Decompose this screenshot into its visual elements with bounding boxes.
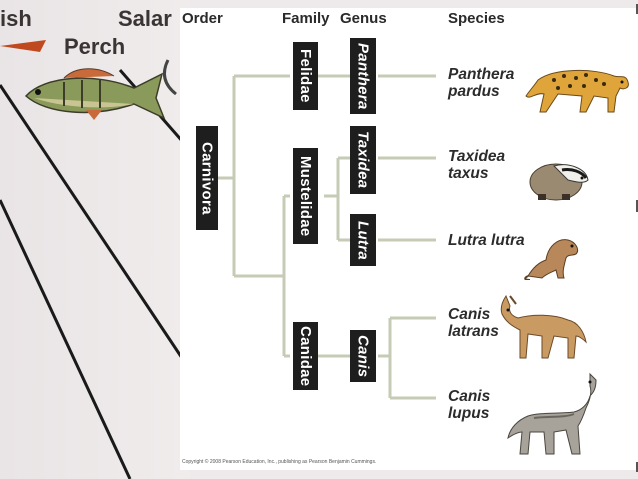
species-canis-latrans: Canis latrans [448, 306, 499, 340]
coyote-icon [500, 294, 587, 359]
family-canidae-box: Canidae [293, 322, 318, 390]
background-label-perch: Perch [64, 34, 126, 59]
species-line: Panthera [448, 66, 515, 83]
order-carnivora-box: Carnivora [196, 126, 218, 230]
header-genus: Genus [340, 10, 387, 27]
badger-icon [529, 163, 589, 201]
species-canis-lupus: Canis lupus [448, 388, 490, 422]
genus-taxidea-box: Taxidea [350, 126, 376, 194]
family-mustelidae-box: Mustelidae [293, 148, 318, 244]
species-line: Lutra lutra [448, 232, 525, 249]
order-label: Carnivora [198, 141, 216, 215]
genus-lutra-box: Lutra [350, 214, 376, 266]
header-family: Family [282, 10, 330, 27]
species-line: taxus [448, 165, 489, 182]
background-label-salamander: Salar [118, 6, 172, 31]
species-line: pardus [448, 83, 500, 100]
right-edge-marks [636, 4, 638, 472]
family-felidae-box: Felidae [293, 42, 318, 110]
header-species: Species [448, 10, 505, 27]
species-taxidea-taxus: Taxidea taxus [448, 148, 505, 182]
species-line: lupus [448, 405, 490, 422]
species-line: Canis [448, 388, 491, 405]
otter-icon [524, 239, 579, 280]
species-panthera-pardus: Panthera pardus [448, 66, 514, 100]
genus-canis-box: Canis [350, 330, 376, 382]
genus-label: Canis [354, 334, 372, 378]
species-line: Taxidea [448, 148, 506, 165]
species-line: Canis [448, 306, 491, 323]
genus-label: Panthera [354, 42, 372, 110]
perch-fish-icon [24, 68, 166, 120]
family-label: Mustelidae [297, 155, 314, 237]
genus-label: Taxidea [354, 131, 372, 189]
copyright-notice: Copyright © 2008 Pearson Education, Inc.… [182, 459, 377, 465]
wolf-icon [507, 372, 597, 455]
family-label: Canidae [297, 325, 314, 387]
leopard-icon [525, 69, 629, 113]
header-order: Order [182, 10, 223, 27]
family-label: Felidae [297, 49, 314, 103]
genus-panthera-box: Panthera [350, 38, 376, 114]
species-line: latrans [448, 323, 499, 340]
species-lutra-lutra: Lutra lutra [448, 232, 525, 249]
background-label-fish: ish [0, 6, 32, 31]
genus-label: Lutra [354, 220, 372, 260]
